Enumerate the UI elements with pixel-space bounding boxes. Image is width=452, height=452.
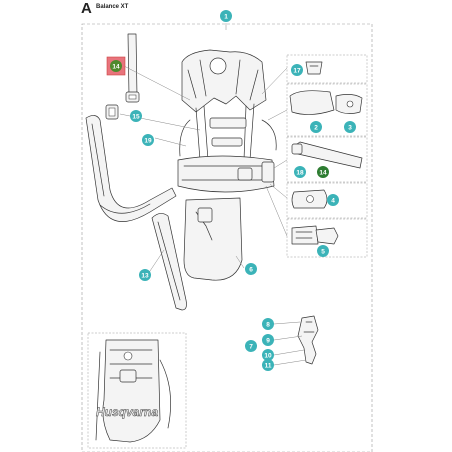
callout-label: 14 [319,170,327,177]
callout-14: 14 [317,166,329,178]
callout-label: 6 [249,267,253,274]
part-8-11 [297,315,319,365]
callout-6: 6 [245,263,257,275]
callout-4: 4 [327,194,339,206]
part-2-3 [289,90,363,115]
callout-label: 3 [348,125,352,132]
callout-5: 5 [317,245,329,257]
inset-logo: Husqvarna [96,405,158,419]
hip-pad-part [85,115,177,222]
callout-9: 9 [262,334,274,346]
inset-box [87,332,187,449]
callout-3: 3 [344,121,356,133]
callout-7: 7 [245,340,257,352]
long-strap-part [151,213,187,311]
callout-10: 10 [262,349,274,361]
callout-19: 19 [142,134,154,146]
part-5 [291,225,339,245]
callout-label: 2 [314,125,318,132]
group-box-18-14 [286,136,368,183]
part-4 [291,189,328,209]
callout-8: 8 [262,318,274,330]
part-18-14 [291,141,363,169]
group-box-5 [286,218,368,258]
group-box-17 [286,54,368,84]
callout-label: 10 [264,353,272,360]
part-17 [305,61,323,75]
callout-label: 13 [141,273,149,280]
callout-label: 19 [144,138,152,145]
callout-2: 2 [310,121,322,133]
callout-label: 17 [293,68,301,75]
callout-label: 7 [249,344,253,351]
callout-15: 15 [130,110,142,122]
callout-label: 18 [296,170,304,177]
strap-part [125,33,140,103]
callout-13: 13 [139,269,151,281]
section-letter: A [81,0,92,17]
callout-label: 9 [266,338,270,345]
callout-1: 1 [220,10,232,22]
diagram-frame [81,23,373,452]
callout-11: 11 [262,359,274,371]
callout-label: 8 [266,322,270,329]
callout-label: 1 [224,14,228,21]
group-box-4 [286,182,368,219]
harness-body [177,49,277,281]
callout-18: 18 [294,166,306,178]
buckle-part [105,104,119,120]
callout-label: 5 [321,249,325,256]
callout-17: 17 [291,64,303,76]
callout-14-highlighted: 14 [106,56,126,76]
inset-harness [95,339,172,443]
callout-label: 14 [112,64,120,71]
callout-label: 15 [132,114,140,121]
diagram-title: Balance XT [96,4,129,10]
callout-label: 4 [331,198,335,205]
callout-label: 11 [265,363,272,370]
